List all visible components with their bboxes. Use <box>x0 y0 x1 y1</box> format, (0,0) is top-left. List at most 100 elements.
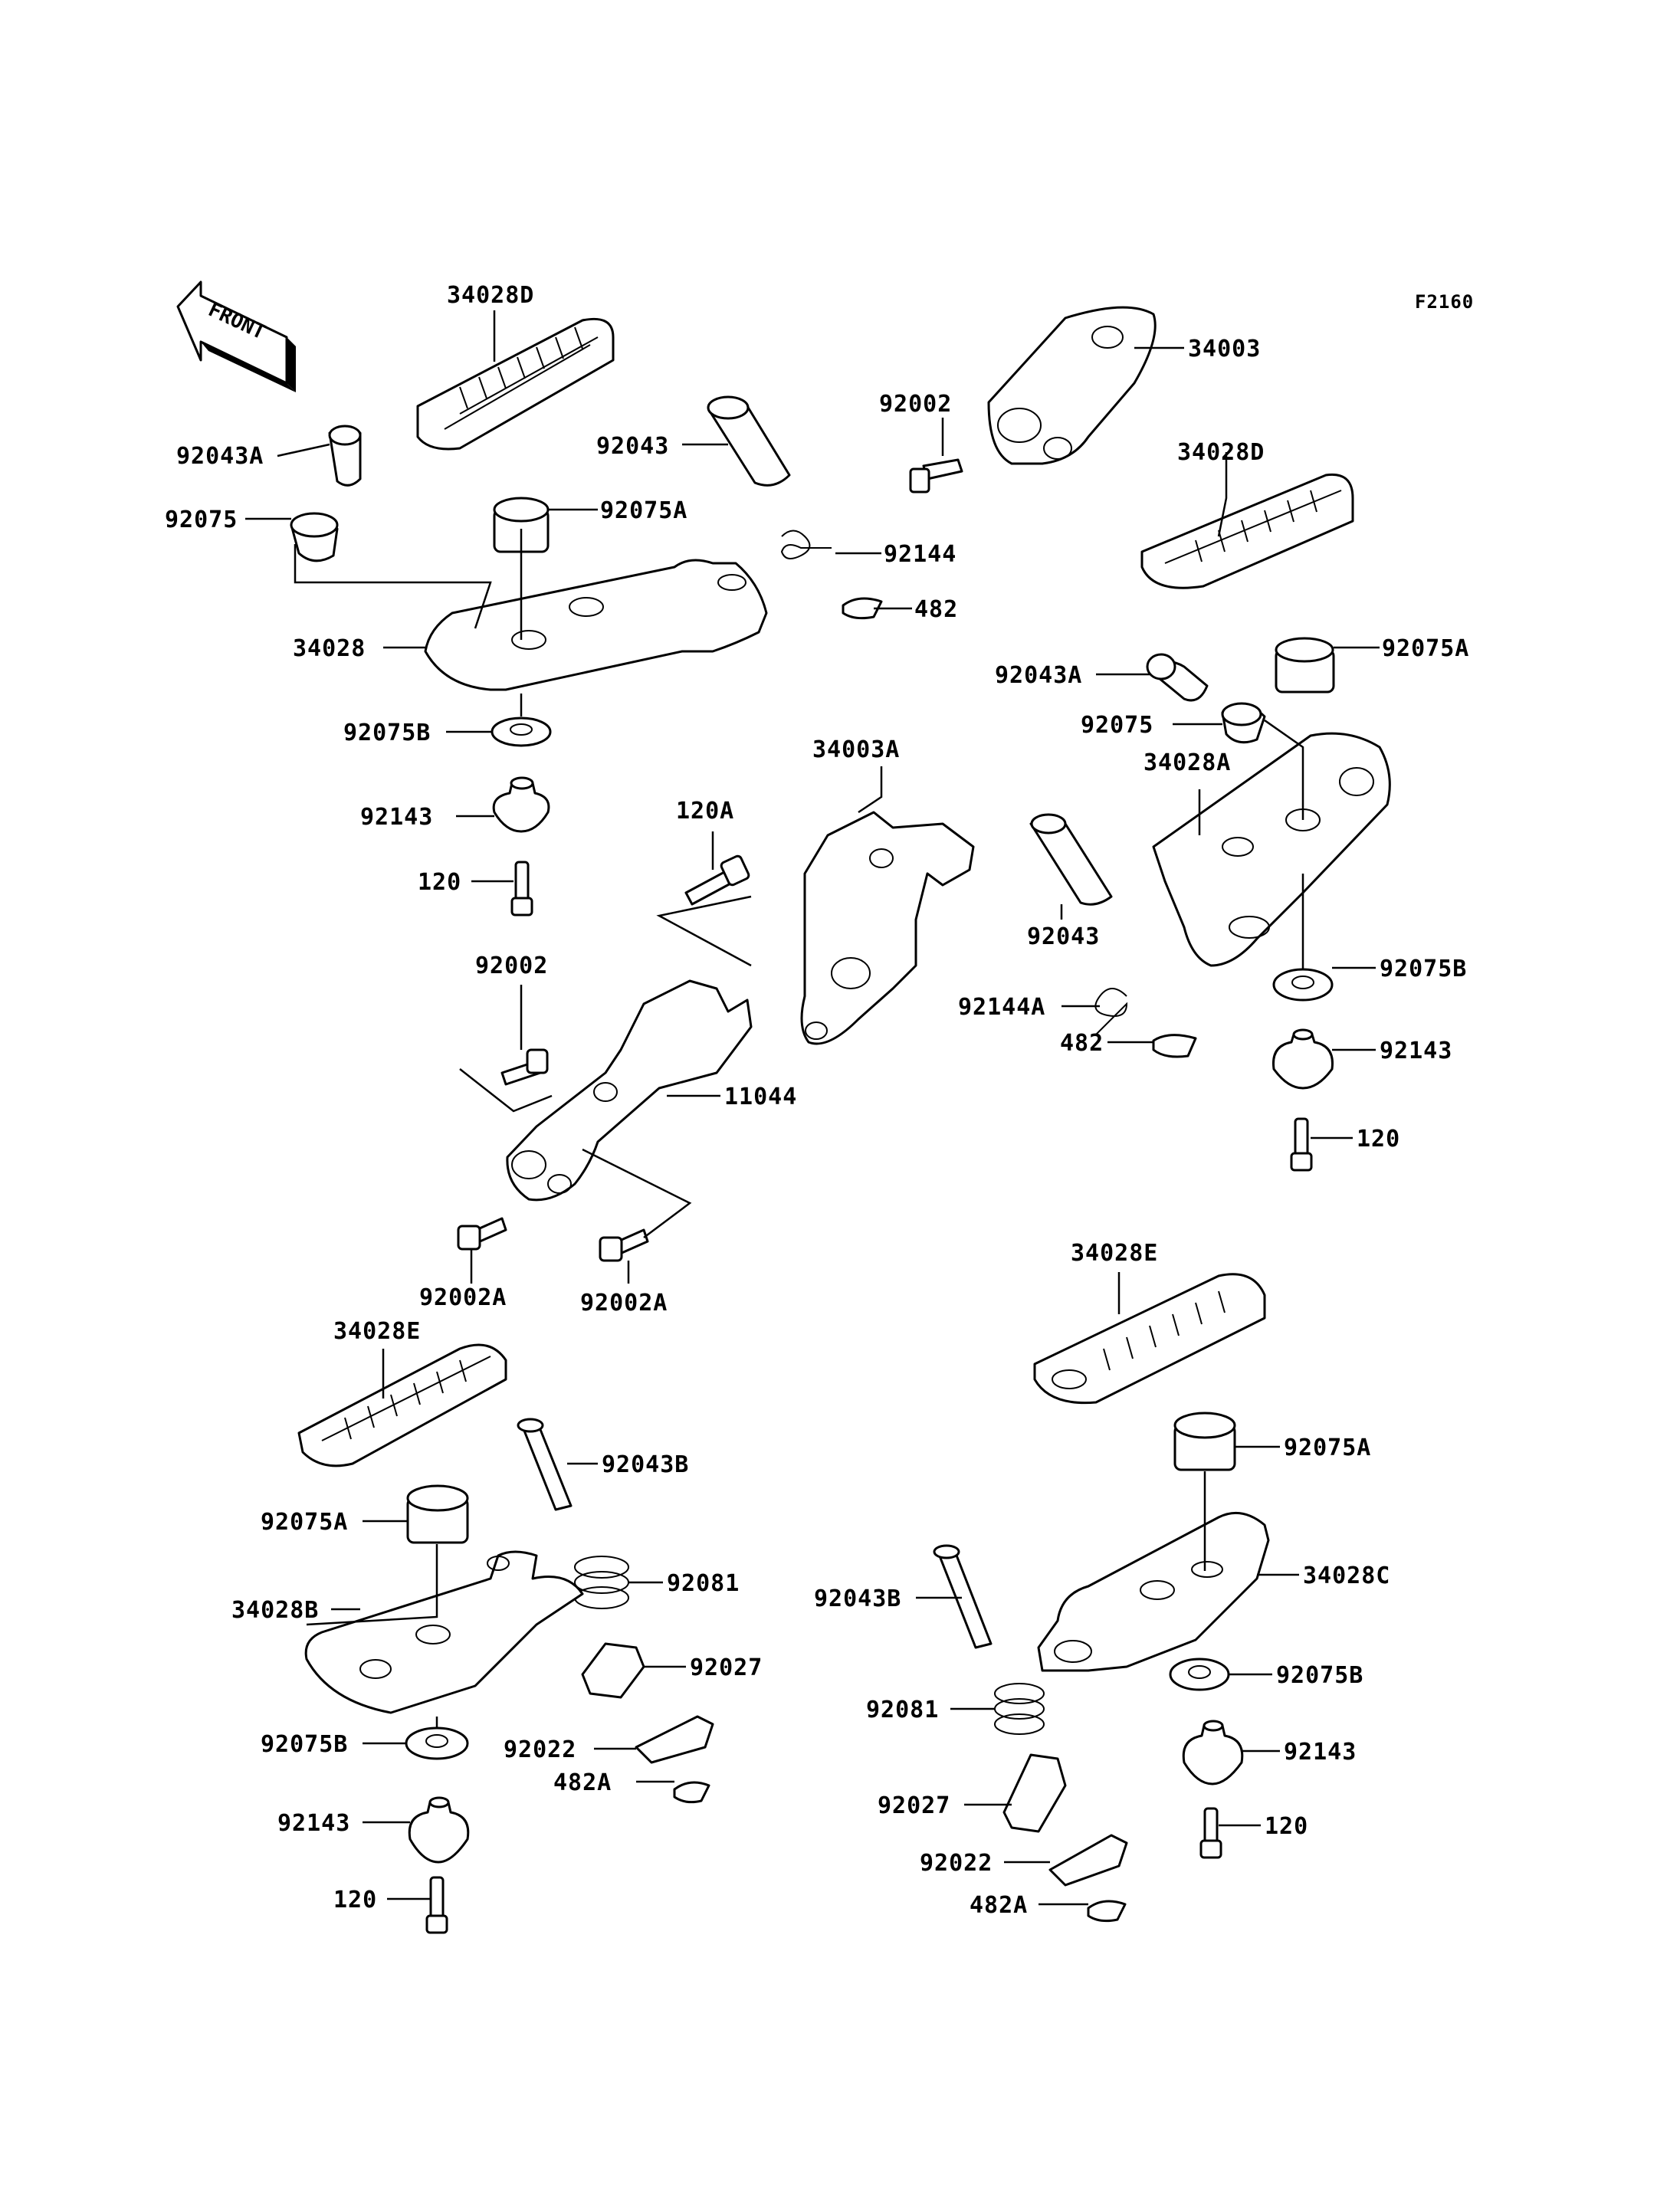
footpeg-34028a <box>1152 732 1391 967</box>
label-92075b: 92075B <box>1380 956 1467 982</box>
grommet-92075a-bottom-left <box>406 1484 469 1544</box>
washer-92075b-top-right <box>1272 968 1334 1002</box>
label-34003: 34003 <box>1188 336 1261 362</box>
label-92043a: 92043A <box>995 662 1082 689</box>
label-482: 482 <box>914 596 958 623</box>
bolt-92002-mid <box>500 1048 549 1086</box>
bolt-92002a-right <box>599 1228 649 1262</box>
label-34028e: 34028E <box>1071 1240 1158 1267</box>
bolt-92002-top <box>909 458 963 494</box>
clip-482-top <box>842 597 883 620</box>
label-34028: 34028 <box>293 635 366 662</box>
grommet-92075a-top-left <box>493 497 550 553</box>
spring-92081-right <box>994 1683 1045 1735</box>
label-120: 120 <box>1265 1813 1308 1840</box>
pin-92043-left <box>707 395 791 487</box>
label-120: 120 <box>333 1887 377 1913</box>
clip-482a-left <box>673 1781 710 1804</box>
footpeg-rubber-34028e-left <box>297 1343 507 1467</box>
bracket-34003a <box>800 811 975 1045</box>
damper-92143-bottom-right <box>1182 1720 1244 1785</box>
label-92022: 92022 <box>920 1850 993 1877</box>
label-92081: 92081 <box>667 1570 740 1597</box>
screw-120-bottom-right <box>1199 1807 1222 1859</box>
label-92143: 92143 <box>1380 1038 1452 1064</box>
label-34028c: 34028C <box>1303 1562 1390 1589</box>
label-92002a: 92002A <box>580 1290 668 1317</box>
screw-120-top-left <box>510 861 533 917</box>
label-34003a: 34003A <box>812 736 900 763</box>
label-482: 482 <box>1060 1030 1104 1057</box>
damper-92143-bottom-left <box>408 1796 470 1864</box>
footpeg-34028b <box>304 1550 584 1714</box>
label-120a: 120A <box>676 798 734 825</box>
label-92081: 92081 <box>866 1697 939 1723</box>
bolt-92002a-left <box>457 1217 507 1251</box>
label-92022: 92022 <box>504 1736 576 1763</box>
label-11044: 11044 <box>724 1084 797 1110</box>
figure-code: F2160 <box>1415 291 1474 313</box>
washer-92075b-bottom-left <box>405 1726 469 1760</box>
label-92144a: 92144A <box>958 994 1045 1021</box>
label-92043a: 92043A <box>176 443 264 470</box>
bushing-92075-right <box>1221 702 1266 744</box>
label-92043b: 92043B <box>814 1585 901 1612</box>
screw-120-bottom-left <box>425 1876 448 1934</box>
label-92075a: 92075A <box>1382 635 1469 662</box>
label-92027: 92027 <box>690 1654 763 1681</box>
label-92075b: 92075B <box>261 1731 348 1758</box>
label-92002: 92002 <box>879 391 952 418</box>
label-92143: 92143 <box>1284 1739 1357 1766</box>
shift-block-92027-left <box>581 1642 645 1699</box>
label-92002a: 92002A <box>419 1284 507 1311</box>
leader-lines <box>245 310 1380 1906</box>
spring-92144a <box>1094 988 1128 1035</box>
label-92143: 92143 <box>360 804 433 831</box>
label-34028b: 34028B <box>231 1597 319 1624</box>
damper-92143-top-left <box>492 776 550 833</box>
label-482a: 482A <box>553 1769 612 1796</box>
label-92075: 92075 <box>165 507 238 533</box>
cam-92022-right <box>1048 1834 1128 1887</box>
pin-92043a-left <box>328 425 362 487</box>
footpeg-34028c <box>1037 1511 1270 1672</box>
footpeg-34028 <box>424 559 768 691</box>
grommet-92075a-top-right <box>1275 637 1335 694</box>
pin-92043a-right <box>1146 653 1209 702</box>
label-92075: 92075 <box>1081 712 1153 739</box>
footpeg-rubber-34028e-right <box>1033 1273 1266 1405</box>
footpeg-rubber-34028d-right <box>1140 473 1354 589</box>
screw-120-top-right <box>1290 1117 1313 1172</box>
bushing-92075-left <box>290 512 339 562</box>
label-92043: 92043 <box>1027 923 1100 950</box>
label-92043: 92043 <box>596 433 669 460</box>
label-482a: 482A <box>970 1892 1028 1919</box>
washer-92075b-top-left <box>491 716 552 747</box>
pin-92043-right <box>1029 813 1113 906</box>
label-92075a: 92075A <box>261 1509 348 1536</box>
label-92027: 92027 <box>878 1792 950 1819</box>
washer-92075b-bottom-right <box>1169 1658 1230 1691</box>
clip-482-right <box>1152 1034 1197 1058</box>
label-34028d: 34028D <box>447 282 534 309</box>
label-92075a: 92075A <box>1284 1435 1371 1461</box>
label-92143: 92143 <box>277 1810 350 1837</box>
footpeg-bracket-11044 <box>506 979 753 1202</box>
clip-482a-right <box>1087 1900 1127 1923</box>
cam-92022-left <box>635 1715 714 1764</box>
label-92002: 92002 <box>475 953 548 979</box>
shift-block-92027-right <box>1002 1753 1067 1833</box>
label-92043b: 92043B <box>602 1451 689 1478</box>
label-92075b: 92075B <box>1276 1662 1363 1689</box>
grommet-92075a-bottom-right <box>1173 1412 1236 1471</box>
part-labels: 34028D 34003 92043A 92043 92002 34028D 9… <box>165 282 1469 1919</box>
pin-92043b-right <box>933 1544 993 1649</box>
label-92144: 92144 <box>884 541 956 568</box>
label-34028a: 34028A <box>1144 749 1231 776</box>
label-34028e: 34028E <box>333 1318 421 1345</box>
front-arrow-icon: FRONT <box>176 280 296 392</box>
pin-92043b-left <box>517 1418 573 1511</box>
spring-92081-left <box>574 1556 629 1609</box>
label-120: 120 <box>1357 1126 1400 1153</box>
